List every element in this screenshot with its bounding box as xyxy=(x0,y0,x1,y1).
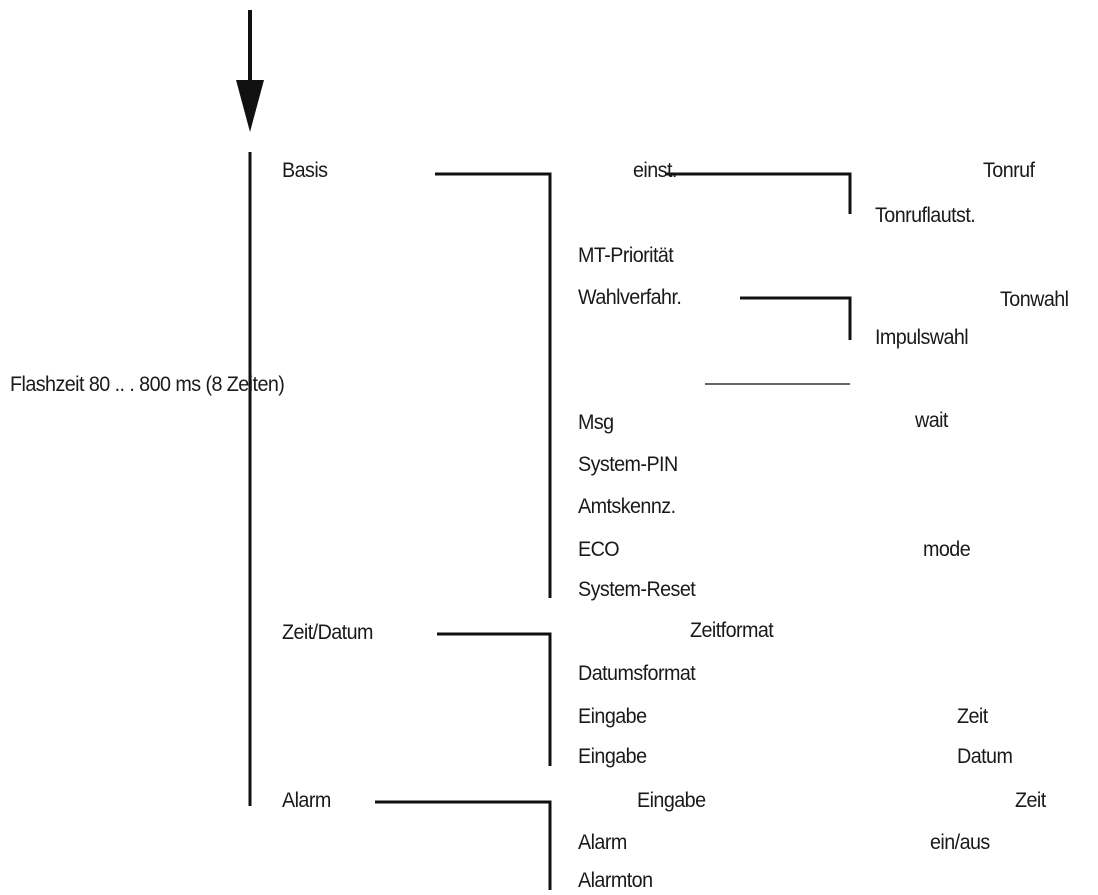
value-alarm-zeit: Zeit xyxy=(1015,789,1046,812)
value-datum: Datum xyxy=(957,745,1013,768)
sub-impulswahl: Impulswahl xyxy=(875,326,969,349)
item-msg: Msg xyxy=(578,411,614,434)
sub-tonruf: Tonruf xyxy=(983,159,1035,182)
item-system-pin: System-PIN xyxy=(578,453,678,476)
item-eingabe-datum: Eingabe xyxy=(578,745,647,768)
item-einst: einst. xyxy=(633,159,677,182)
value-ein-aus: ein/aus xyxy=(930,831,990,854)
item-eco: ECO xyxy=(578,538,620,561)
item-amtskennz: Amtskennz. xyxy=(578,495,676,518)
item-zeitformat: Zeitformat xyxy=(690,619,774,642)
value-mode: mode xyxy=(923,538,971,561)
item-alarm-eingabe: Eingabe xyxy=(637,789,706,812)
item-alarm-ein-aus: Alarm xyxy=(578,831,627,854)
entry-arrow-head xyxy=(236,80,264,132)
item-eingabe-zeit: Eingabe xyxy=(578,705,647,728)
einst-bracket xyxy=(665,172,852,214)
basis-bracket xyxy=(435,172,552,598)
alarm-bracket xyxy=(375,800,552,890)
group-alarm-label: Alarm xyxy=(282,789,331,812)
zeit-datum-bracket xyxy=(437,632,552,766)
flashzeit-note: Flashzeit 80 .. . 800 ms (8 Zeiten) xyxy=(10,373,285,396)
item-alarmton: Alarmton xyxy=(578,869,653,892)
item-datumsformat: Datumsformat xyxy=(578,662,696,685)
item-system-reset: System-Reset xyxy=(578,578,696,601)
item-mt-prioritaet: MT-Priorität xyxy=(578,244,674,267)
sub-tonruflautst: Tonruflautst. xyxy=(875,204,976,227)
value-wait: wait xyxy=(915,409,948,432)
sub-tonwahl: Tonwahl xyxy=(1000,288,1069,311)
value-zeit: Zeit xyxy=(957,705,988,728)
wahlverfahr-bracket xyxy=(740,296,852,340)
group-zeit-datum-label: Zeit/Datum xyxy=(282,621,373,644)
item-wahlverfahr: Wahlverfahr. xyxy=(578,286,682,309)
group-basis-label: Basis xyxy=(282,159,328,182)
